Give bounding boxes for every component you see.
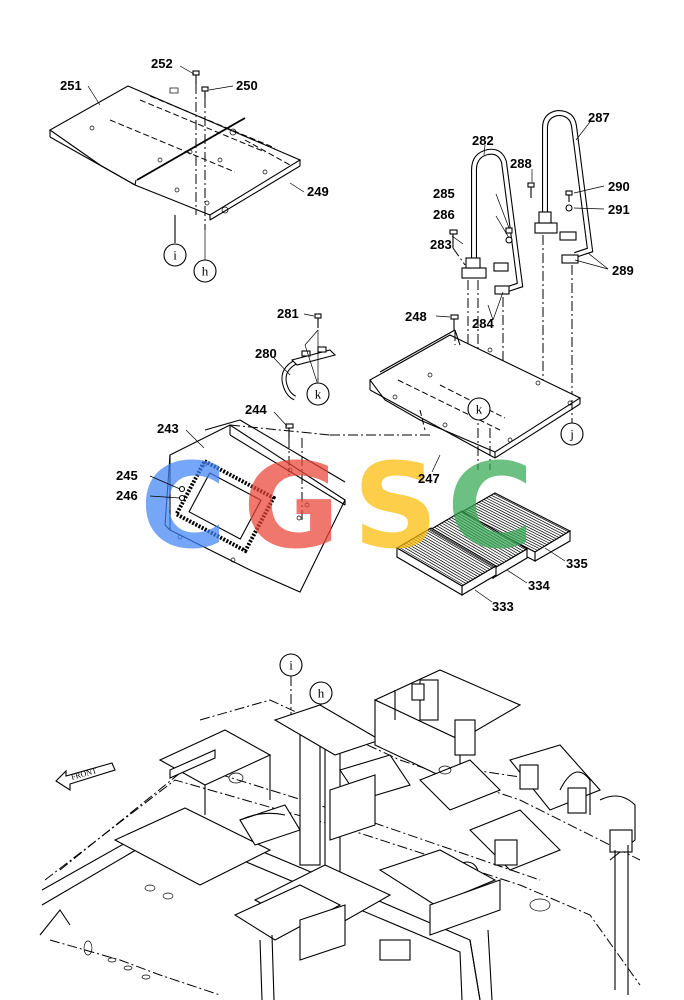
label-244: 244 — [245, 402, 267, 417]
watermark-letter-c1: C — [140, 437, 227, 575]
mat-hatch-line — [427, 529, 493, 569]
label-246: 246 — [116, 488, 138, 503]
label-252: 252 — [151, 56, 173, 71]
side-panel-243 — [164, 419, 430, 593]
label-243: 243 — [157, 421, 179, 436]
mat-hatch-line — [398, 546, 464, 586]
mat-hatch-line — [408, 541, 474, 580]
mat-hatch-line — [488, 496, 564, 535]
mat-hatch-line — [431, 528, 498, 567]
mat-hatch-line — [446, 519, 512, 559]
ref-h-top: h — [202, 264, 209, 279]
part-labels: 252 250 251 249 282 287 288 285 286 290 … — [60, 56, 634, 614]
mat-hatch-line — [490, 494, 567, 534]
mat-hatch-line — [493, 493, 569, 533]
watermark-letter-s: S — [353, 437, 438, 575]
leader-lines — [87, 65, 609, 603]
ref-k-left: k — [315, 387, 322, 402]
mat-hatch-line — [486, 497, 562, 537]
mat-hatch-line — [448, 518, 514, 558]
watermark-letter-c2: C — [447, 437, 534, 575]
mat-hatch-line — [429, 528, 495, 568]
mat-hatch-line — [429, 529, 495, 569]
ref-k-right: k — [476, 402, 483, 417]
mat-hatch-line — [473, 504, 550, 544]
mat-hatch-line — [453, 515, 519, 555]
mat-hatch-line — [441, 522, 507, 562]
floor-plate-249 — [48, 70, 302, 243]
label-333: 333 — [492, 599, 514, 614]
mat-hatch-line — [405, 542, 472, 582]
label-335: 335 — [566, 556, 588, 571]
mat-hatch-line — [450, 517, 517, 556]
label-245: 245 — [116, 468, 138, 483]
label-247: 247 — [418, 471, 440, 486]
label-288: 288 — [510, 156, 532, 171]
ref-h-bottom: h — [318, 686, 325, 701]
label-289: 289 — [612, 263, 634, 278]
mat-hatch-line — [439, 524, 505, 563]
label-291: 291 — [608, 202, 630, 217]
label-290: 290 — [608, 179, 630, 194]
mat-hatch-line — [481, 500, 557, 540]
mat-hatch-line — [434, 526, 500, 566]
ref-i-bottom: i — [289, 658, 293, 673]
watermark-letter-g: G — [243, 437, 340, 575]
handrail-287 — [527, 109, 594, 400]
reference-circles-top: i h k k j — [163, 230, 584, 446]
label-285: 285 — [433, 186, 455, 201]
mat-hatch-line — [400, 545, 467, 584]
mat-hatch-line — [455, 514, 522, 553]
label-249: 249 — [307, 184, 329, 199]
mat-hatch-line — [424, 531, 491, 570]
mat-hatch-line — [436, 525, 503, 565]
mat-hatch-line — [412, 538, 479, 577]
watermark-cgsc: C G S C — [140, 437, 534, 575]
label-282: 282 — [472, 133, 494, 148]
mat-hatch-line — [468, 507, 545, 547]
mat-hatch-line — [464, 510, 540, 549]
mat-hatch-line — [417, 535, 483, 575]
mat-hatch-line — [460, 511, 526, 551]
mat-hatch-line — [410, 539, 476, 579]
mat-hatch-line — [419, 534, 486, 573]
mat-hatch-line — [422, 532, 488, 572]
ref-i-top: i — [173, 248, 177, 263]
mat-hatch-line — [466, 508, 542, 548]
mat-hatch-line — [458, 512, 524, 552]
mat-hatch-line — [478, 501, 555, 541]
label-284: 284 — [472, 316, 494, 331]
label-286: 286 — [433, 207, 455, 222]
machine-frame: i h j FRONT — [39, 653, 641, 1000]
mat-hatch-line — [476, 503, 552, 542]
handrail-282 — [449, 148, 524, 435]
clamp-pipe-280 — [281, 313, 337, 401]
label-283: 283 — [430, 237, 452, 252]
label-251: 251 — [60, 78, 82, 93]
label-248: 248 — [405, 309, 427, 324]
mat-hatch-line — [471, 506, 547, 545]
label-280: 280 — [255, 346, 277, 361]
label-287: 287 — [588, 110, 610, 125]
mat-hatch-line — [483, 499, 559, 538]
mat-hatch-line — [461, 511, 537, 551]
ref-j-top: j — [569, 427, 574, 442]
mat-hatch-line — [415, 536, 481, 576]
label-334: 334 — [528, 578, 550, 593]
mat-hatch-line — [403, 543, 469, 583]
floor-mats — [395, 492, 572, 596]
label-250: 250 — [236, 78, 258, 93]
mat-hatch-line — [443, 521, 510, 560]
label-281: 281 — [277, 306, 299, 321]
